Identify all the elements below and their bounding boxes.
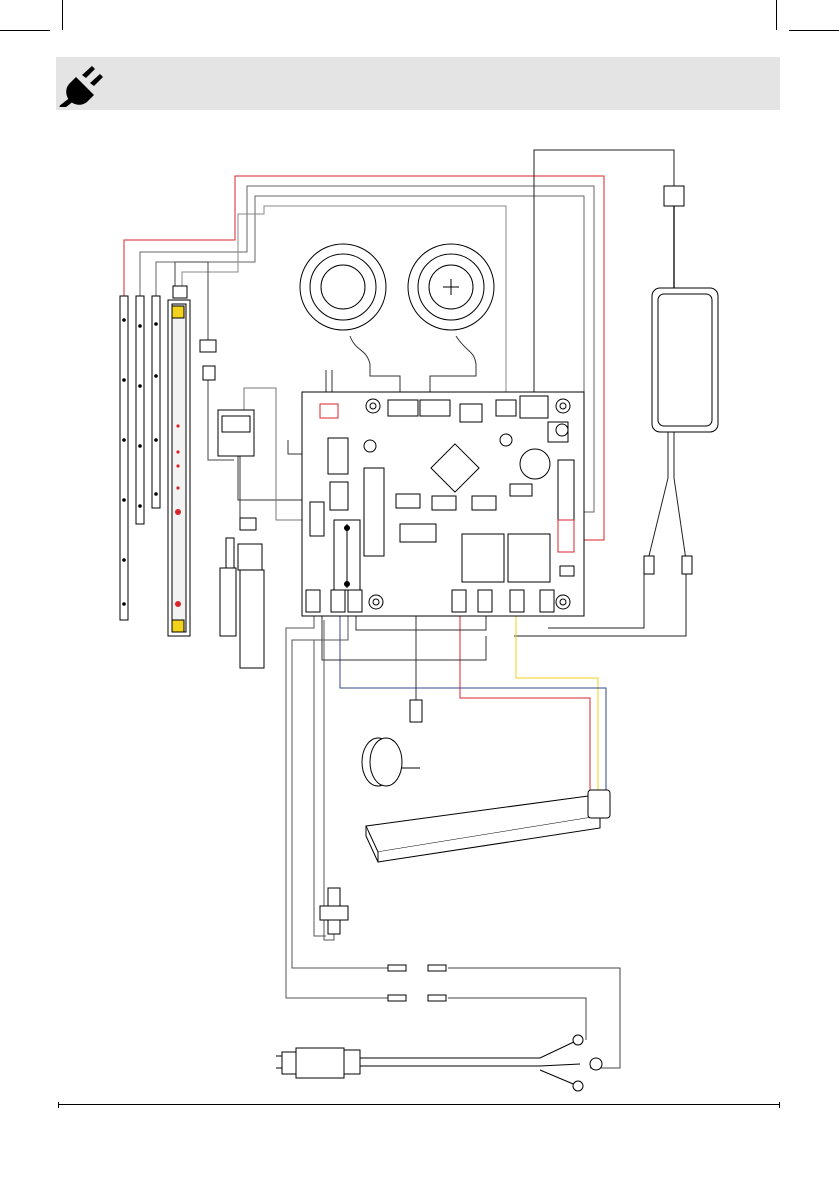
power-cord (276, 1035, 602, 1091)
led-connectors (200, 340, 264, 668)
led-strips (120, 286, 190, 636)
control-board (302, 392, 584, 616)
speakers (300, 244, 494, 330)
footer-rule (58, 1104, 780, 1105)
inline-connectors (388, 965, 446, 1001)
heater (366, 790, 610, 862)
power-adapter (644, 186, 718, 574)
motor (362, 700, 422, 786)
